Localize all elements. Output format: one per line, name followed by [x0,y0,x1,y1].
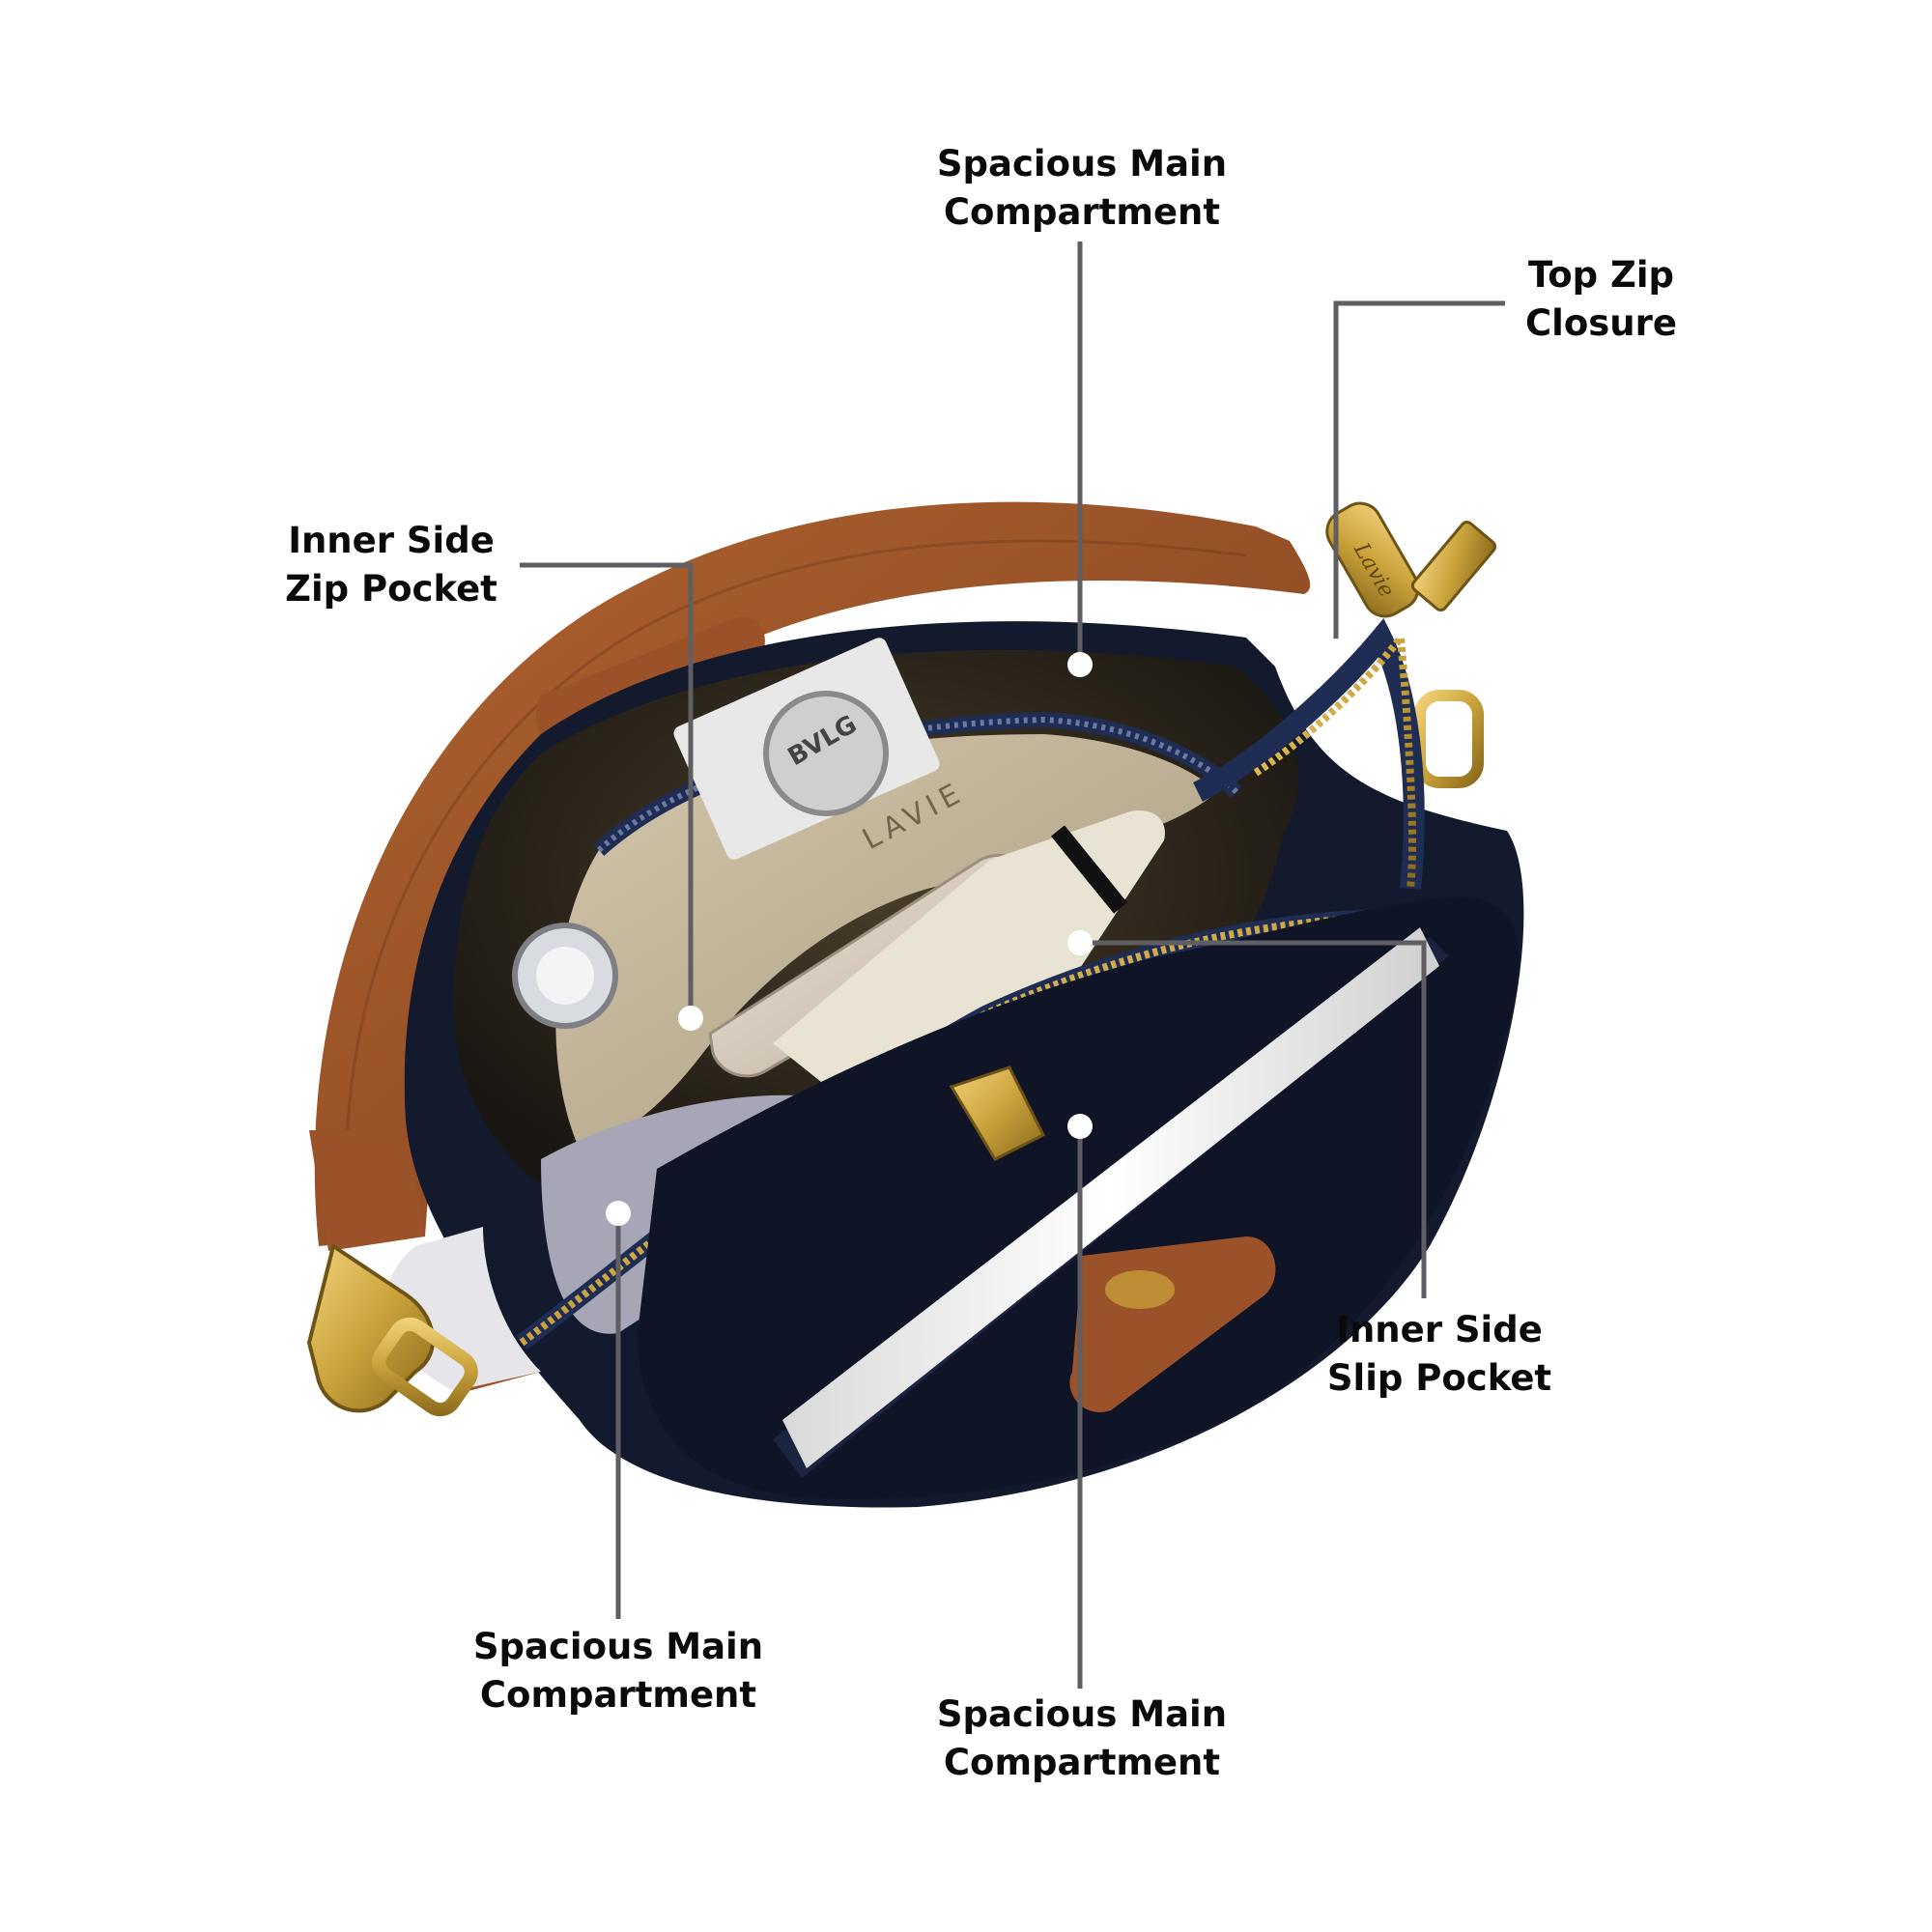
marker-dot-top-zip [1323,639,1349,664]
callout-inner-slip-line1: Inner Side [1336,1309,1543,1350]
left-ring-hardware [372,1317,478,1417]
top-zip-teeth [1253,627,1417,890]
rivet-right [1105,1270,1175,1309]
callout-inner-zip-line1: Inner Side [288,520,495,561]
strap-grain [345,539,1247,1208]
notebook-elastic [1051,825,1127,914]
callout-label-inner-zip: Inner Side Zip Pocket [275,517,507,613]
marker-dot-bottom-main [1067,1114,1093,1139]
turn-lock [949,1065,1046,1161]
callout-markers [606,639,1349,1226]
leader-inner-slip [1080,940,1427,1298]
marker-dot-top-main [1067,652,1093,677]
compact-mirror-inner [536,947,594,1005]
zip-slider [1410,520,1497,612]
leader-inner-zip [520,562,694,1016]
top-zip-tape [1193,618,1425,891]
callout-bottom-main-line2: Compartment [943,1742,1221,1783]
marker-dot-inner-slip [1067,930,1093,955]
callout-inner-zip-line2: Zip Pocket [285,568,497,610]
book-pages [782,927,1439,1468]
top-right-ring [1414,690,1484,788]
zip-pull [1325,501,1420,618]
coin-item [763,691,889,816]
callout-top-zip-line2: Closure [1525,302,1677,344]
callout-leaders [520,242,1505,1689]
callout-top-zip-line1: Top Zip [1527,254,1675,296]
leader-top-zip [1333,300,1505,653]
callout-label-bottom-left-main: Spacious Main Compartment [440,1623,797,1719]
callout-top-main-line1: Spacious Main [936,143,1228,185]
marker-dot-inner-zip [678,1006,703,1031]
callout-top-main-line2: Compartment [943,191,1221,233]
left-hook-hardware [306,1242,435,1413]
notebook-item [773,810,1165,1082]
callout-inner-slip-line2: Slip Pocket [1326,1357,1552,1399]
marker-dot-bottom-left-main [606,1201,631,1226]
callout-bottom-left-main-line2: Compartment [479,1674,757,1716]
callout-label-bottom-main: Spacious Main Compartment [903,1690,1261,1787]
callout-bottom-main-line1: Spacious Main [936,1693,1228,1735]
strap-tab-left [309,1130,425,1251]
callout-label-inner-slip: Inner Side Slip Pocket [1314,1306,1565,1403]
callout-label-top-main: Spacious Main Compartment [903,140,1261,237]
callout-label-top-zip: Top Zip Closure [1512,251,1690,348]
callout-bottom-left-main-line1: Spacious Main [472,1626,764,1667]
